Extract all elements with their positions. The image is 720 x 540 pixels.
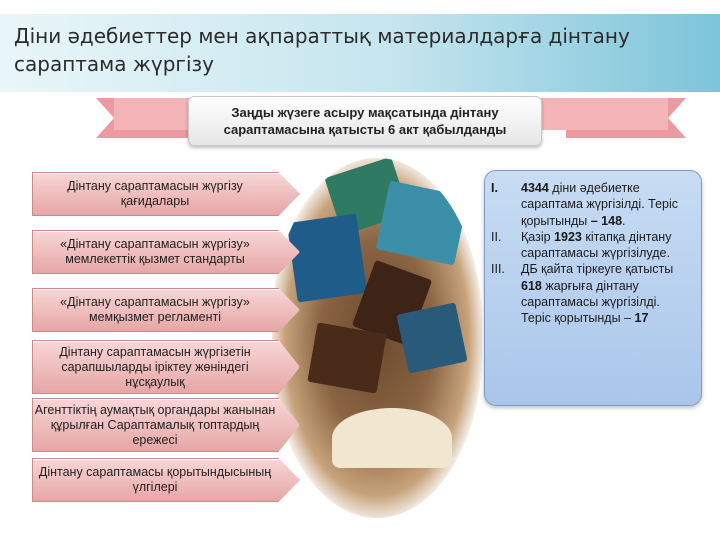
- books-photo: [272, 158, 482, 518]
- stat-count: 618: [521, 278, 542, 293]
- stat-item-2: II. Қазір 1923 кітапқа дінтану сараптама…: [491, 229, 693, 262]
- stat-text: кітапқа дінтану сараптамасы жүргізілуде.: [521, 229, 672, 261]
- stat-dash: –: [624, 311, 632, 326]
- act-item-5: Агенттіктің аумақтық органдары жанынан қ…: [32, 398, 300, 452]
- stat-count: 1923: [554, 229, 582, 244]
- act-item-4: Дінтану сараптамасын жүргізетін сарапшыл…: [32, 340, 300, 394]
- stat-text: діни әдебиетке сараптама жүргізілді. Тер…: [521, 181, 679, 228]
- title-band: [0, 14, 720, 92]
- stat-end: .: [622, 213, 626, 228]
- stat-numeral: II.: [491, 229, 502, 244]
- act-item-1: Дінтану сараптамасын жүргізу қағидалары: [32, 172, 300, 216]
- slide-title: Діни әдебиеттер мен ақпараттық материалд…: [14, 24, 630, 76]
- stat-text: жарғыға дінтану сараптамасы жүргізілді. …: [521, 278, 660, 326]
- stat-item-1: I. 4344 діни әдебиетке сараптама жүргізі…: [491, 180, 693, 229]
- act-item-3: «Дінтану сараптамасын жүргізу» мемқызмет…: [32, 288, 300, 332]
- act-item-6: Дінтану сараптамасы қорытындысының үлгіл…: [32, 458, 300, 502]
- stat-item-3: III. ДБ қайта тіркеуге қатысты 618 жарғы…: [491, 261, 693, 326]
- stat-text: ДБ қайта тіркеуге қатысты: [521, 262, 674, 277]
- stat-dash: –: [590, 213, 598, 228]
- stat-numeral: I.: [491, 181, 498, 195]
- stat-numeral: III.: [491, 262, 505, 277]
- statistics-box: I. 4344 діни әдебиетке сараптама жүргізі…: [484, 170, 702, 406]
- stat-count: 4344: [521, 181, 549, 195]
- act-item-2: «Дінтану сараптамасын жүргізу» мемлекетт…: [32, 230, 300, 274]
- acts-banner: Заңды жүзеге асыру мақсатында дінтану са…: [188, 96, 542, 146]
- stat-text: Қазір: [521, 229, 551, 244]
- stat-negative: 17: [634, 311, 649, 326]
- stat-negative: 148: [601, 213, 623, 228]
